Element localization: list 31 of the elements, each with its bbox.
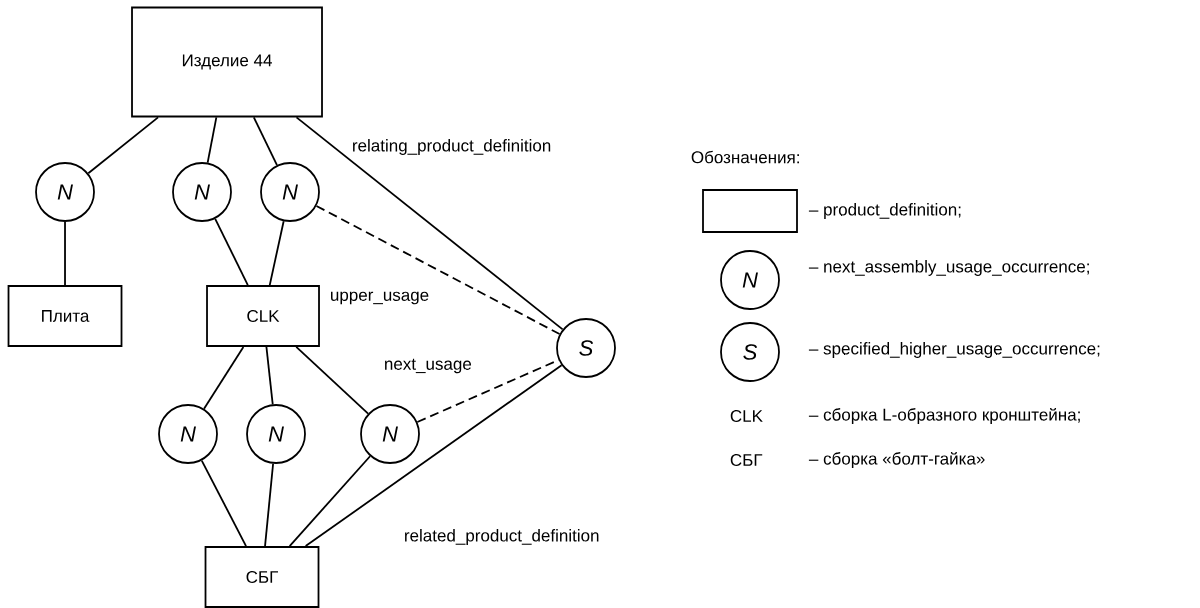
- connector-line: [304, 364, 563, 547]
- connector-line: [206, 116, 218, 164]
- connector-line: [203, 346, 245, 410]
- connector-line: [200, 459, 247, 547]
- connector-line: [87, 116, 159, 175]
- legend-text: – specified_higher_usage_occurrence;: [808, 342, 1100, 358]
- product-definition-box: CLK: [206, 285, 320, 347]
- product-definition-box: Изделие 44: [131, 6, 323, 118]
- connector-line: [268, 220, 285, 286]
- edge-label: related_product_definition: [402, 528, 601, 546]
- connector-line: [315, 205, 561, 335]
- abbreviation: СБГ: [730, 453, 763, 466]
- abbreviation: CLK: [730, 409, 763, 422]
- legend-text: – product_definition;: [808, 203, 961, 219]
- legend-text: – сборка «болт-гайка»: [808, 451, 985, 469]
- connector-line: [252, 116, 278, 166]
- edge-label: upper_usage: [328, 290, 431, 306]
- connector-line: [295, 116, 564, 331]
- connector-line: [264, 462, 274, 547]
- product-definition-box: СБГ: [204, 546, 320, 608]
- edge-label: next_usage: [382, 357, 473, 375]
- legend-text: – next_assembly_usage_occurrence;: [808, 260, 1089, 276]
- legend-text: – сборка L-образного кронштейна;: [808, 407, 1080, 425]
- connector-line: [265, 346, 274, 406]
- connector-line: [295, 346, 369, 415]
- legend-heading: Обозначения:: [691, 150, 799, 164]
- connector-line: [64, 221, 66, 286]
- edge-label: relating_product_definition: [350, 138, 553, 156]
- connector-line: [288, 455, 371, 547]
- product-definition-box: Плита: [7, 285, 123, 347]
- connector-line: [214, 217, 249, 286]
